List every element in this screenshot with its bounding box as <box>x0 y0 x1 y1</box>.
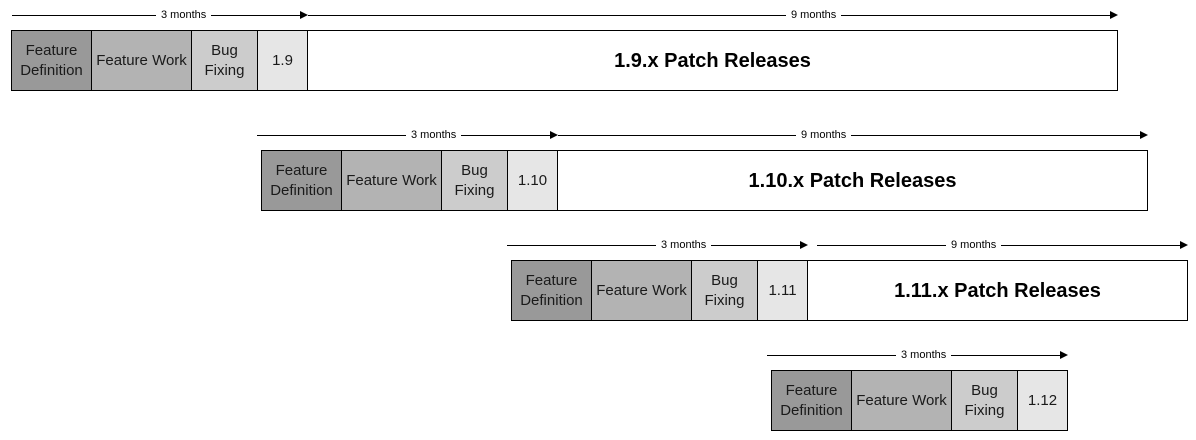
patch-arrow-line <box>308 15 1112 16</box>
patch-arrow-head <box>1110 11 1118 19</box>
dev-duration-label: 3 months <box>156 9 212 21</box>
release-version-box: 1.9 <box>257 30 308 91</box>
patch-duration-label: 9 months <box>796 129 852 141</box>
feature-definition-box: Feature Definition <box>511 260 592 321</box>
bug-fixing-box: Bug Fixing <box>951 370 1018 431</box>
feature-work-box: Feature Work <box>591 260 692 321</box>
feature-work-box: Feature Work <box>91 30 192 91</box>
release-row-1-12: 3 months Feature Definition Feature Work… <box>0 340 1196 440</box>
dev-arrow-head <box>550 131 558 139</box>
bug-fixing-box: Bug Fixing <box>691 260 758 321</box>
patch-releases-box: 1.9.x Patch Releases <box>307 30 1118 91</box>
feature-definition-box: Feature Definition <box>11 30 92 91</box>
release-row-1-9: 3 months 9 months Feature Definition Fea… <box>0 0 1196 100</box>
dev-arrow-head <box>1060 351 1068 359</box>
feature-definition-box: Feature Definition <box>771 370 852 431</box>
patch-arrow-head <box>1140 131 1148 139</box>
release-version-box: 1.10 <box>507 150 558 211</box>
feature-definition-box: Feature Definition <box>261 150 342 211</box>
feature-work-box: Feature Work <box>341 150 442 211</box>
dev-duration-label: 3 months <box>656 239 712 251</box>
release-version-box: 1.12 <box>1017 370 1068 431</box>
patch-releases-box: 1.11.x Patch Releases <box>807 260 1188 321</box>
feature-work-box: Feature Work <box>851 370 952 431</box>
dev-arrow-head <box>300 11 308 19</box>
release-version-box: 1.11 <box>757 260 808 321</box>
dev-arrow-line <box>257 135 552 136</box>
patch-arrow-head <box>1180 241 1188 249</box>
release-row-1-11: 3 months 9 months Feature Definition Fea… <box>0 230 1196 330</box>
dev-duration-label: 3 months <box>896 349 952 361</box>
release-row-1-10: 3 months 9 months Feature Definition Fea… <box>0 120 1196 220</box>
patch-duration-label: 9 months <box>946 239 1002 251</box>
patch-releases-box: 1.10.x Patch Releases <box>557 150 1148 211</box>
dev-arrow-line <box>507 245 802 246</box>
bug-fixing-box: Bug Fixing <box>191 30 258 91</box>
dev-duration-label: 3 months <box>406 129 462 141</box>
bug-fixing-box: Bug Fixing <box>441 150 508 211</box>
dev-arrow-head <box>800 241 808 249</box>
patch-duration-label: 9 months <box>786 9 842 21</box>
